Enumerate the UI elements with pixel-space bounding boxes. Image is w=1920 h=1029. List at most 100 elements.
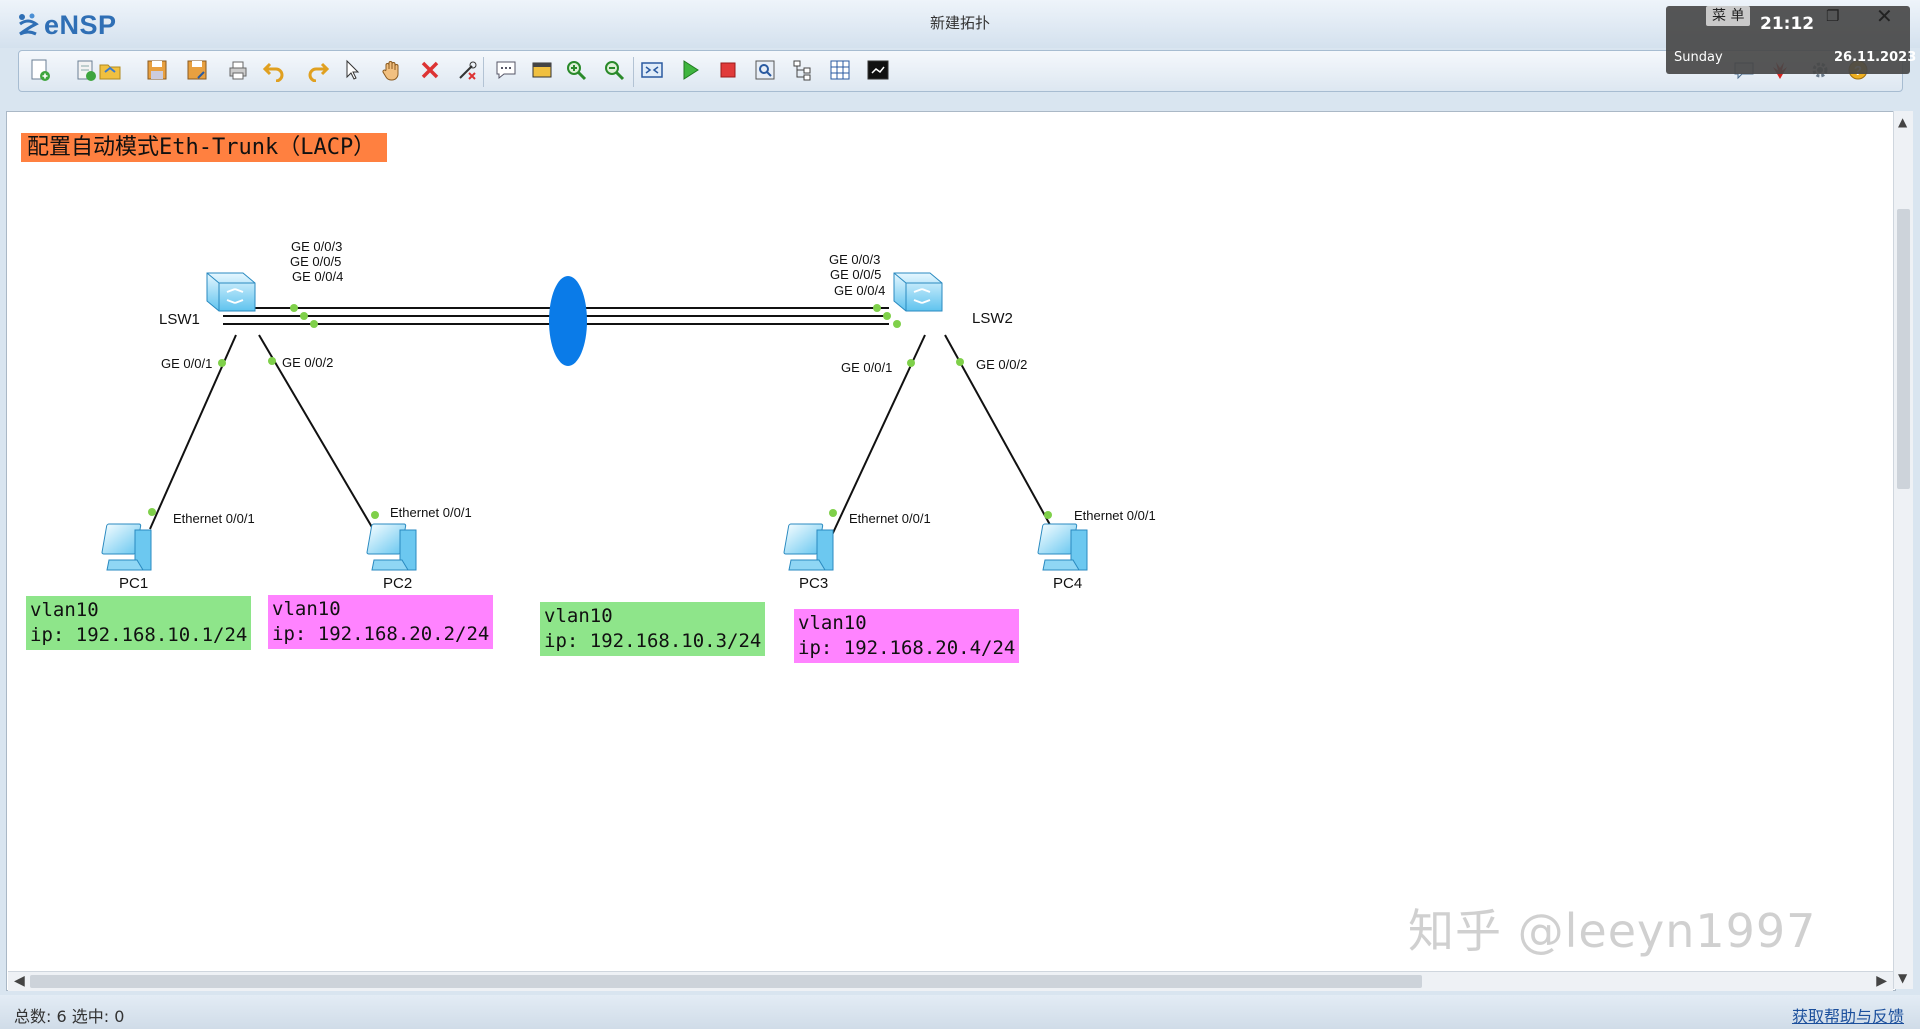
- delete-button[interactable]: [415, 57, 445, 87]
- delete-icon: [418, 58, 442, 86]
- link-lsw2-pc4[interactable]: [944, 334, 1055, 533]
- pointer-icon: [340, 58, 364, 86]
- pc1-label: PC1: [119, 575, 149, 592]
- note-vlan: vlan10: [798, 612, 867, 634]
- capture-button[interactable]: [750, 57, 780, 87]
- menu-button[interactable]: 菜 单: [1706, 6, 1751, 26]
- title-bar: eNSP 新建拓扑: [0, 0, 1920, 48]
- lsw2-port-label: GE 0/0/4: [834, 283, 886, 298]
- status-counts: 总数: 6 选中: 0: [14, 1007, 125, 1026]
- ensp-logo-icon: [16, 12, 40, 38]
- save-icon: [145, 58, 169, 86]
- palette-icon: [530, 58, 554, 86]
- main-toolbar: [18, 50, 1903, 92]
- pc3-icon[interactable]: [783, 523, 834, 571]
- topology-canvas[interactable]: 配置自动模式Eth-Trunk（LACP）: [6, 111, 1896, 991]
- restore-window-icon[interactable]: ❐: [1826, 7, 1840, 25]
- scroll-left-icon[interactable]: ◀: [14, 973, 25, 989]
- toolbar-separator: [483, 57, 484, 87]
- vertical-scrollbar[interactable]: ▲ ▼: [1893, 111, 1913, 989]
- window-title: 新建拓扑: [929, 14, 990, 32]
- pc1-note[interactable]: vlan10 ip: 192.168.10.1/24: [26, 596, 252, 650]
- lsw2-label: LSW2: [972, 310, 1013, 327]
- zoom-out-button[interactable]: [599, 57, 629, 87]
- open-folder-icon: [98, 58, 122, 86]
- scroll-right-icon[interactable]: ▶: [1876, 973, 1887, 989]
- lsw2-port-label: GE 0/0/2: [976, 357, 1028, 372]
- clock-widget: 菜 单 21:12 ❐ ✕ Sunday 26.11.2023: [1666, 4, 1916, 74]
- status-bar: 总数: 6 选中: 0 获取帮助与反馈: [0, 995, 1920, 1029]
- save-button[interactable]: [142, 57, 172, 87]
- pc2-icon[interactable]: [366, 523, 417, 571]
- clock-time: 21:12: [1760, 14, 1815, 34]
- grid-view-button[interactable]: [825, 57, 855, 87]
- note-vlan: vlan10: [544, 605, 613, 627]
- topology-title-note[interactable]: 配置自动模式Eth-Trunk（LACP）: [21, 133, 388, 162]
- link-lsw1-pc1[interactable]: [149, 334, 237, 530]
- fit-icon: [640, 58, 664, 86]
- palette-button[interactable]: [527, 57, 557, 87]
- note-ip: ip: 192.168.10.3/24: [544, 630, 762, 652]
- zoom-in-button[interactable]: [561, 57, 591, 87]
- watermark: 知乎 @leeyn1997: [1408, 904, 1817, 958]
- start-device-button[interactable]: [675, 57, 705, 87]
- new-example-button[interactable]: [71, 57, 101, 87]
- note-ip: ip: 192.168.10.1/24: [30, 624, 248, 646]
- topology-tree-button[interactable]: [787, 57, 817, 87]
- help-feedback-link[interactable]: 获取帮助与反馈: [1791, 1007, 1904, 1026]
- eth-trunk-marker[interactable]: [549, 276, 587, 366]
- play-icon: [678, 58, 702, 86]
- scroll-down-icon[interactable]: ▼: [1898, 971, 1908, 985]
- toolbar-separator: [633, 57, 634, 87]
- pc1-icon[interactable]: [101, 523, 152, 571]
- app-logo: eNSP: [16, 8, 117, 42]
- delete-link-button[interactable]: [453, 57, 483, 87]
- pc3-label: PC3: [799, 575, 829, 592]
- pan-button[interactable]: [377, 57, 407, 87]
- port-indicators: [148, 304, 1052, 519]
- switch-lsw2-icon[interactable]: [893, 272, 943, 312]
- undo-button[interactable]: [259, 57, 289, 87]
- pc4-note[interactable]: vlan10 ip: 192.168.20.4/24: [794, 609, 1020, 663]
- switch-lsw1-icon[interactable]: [206, 272, 256, 312]
- clock-day: Sunday: [1674, 50, 1723, 65]
- pc4-label: PC4: [1053, 575, 1083, 592]
- note-ip: ip: 192.168.20.2/24: [272, 623, 490, 645]
- note-icon: [494, 58, 518, 86]
- lsw1-port-label: GE 0/0/2: [282, 355, 334, 370]
- save-as-button[interactable]: [182, 57, 212, 87]
- vertical-scroll-thumb[interactable]: [1897, 209, 1910, 489]
- redo-button[interactable]: [303, 57, 333, 87]
- topology-links: [101, 272, 1088, 571]
- pc2-note[interactable]: vlan10 ip: 192.168.20.2/24: [268, 595, 494, 649]
- pc3-note[interactable]: vlan10 ip: 192.168.10.3/24: [540, 602, 766, 656]
- zoom-out-icon: [602, 58, 626, 86]
- close-window-icon[interactable]: ✕: [1876, 4, 1893, 28]
- select-button[interactable]: [337, 57, 367, 87]
- scroll-up-icon[interactable]: ▲: [1898, 115, 1908, 129]
- grid-icon: [828, 58, 852, 86]
- new-example-icon: [74, 58, 98, 86]
- terminal-button[interactable]: [863, 57, 893, 87]
- note-ip: ip: 192.168.20.4/24: [798, 637, 1016, 659]
- lsw1-port-label: GE 0/0/1: [161, 356, 213, 371]
- note-vlan: vlan10: [272, 598, 341, 620]
- link-lsw2-pc3[interactable]: [831, 334, 926, 536]
- clock-date: 26.11.2023: [1834, 50, 1917, 65]
- fit-button[interactable]: [637, 57, 667, 87]
- capture-icon: [753, 58, 777, 86]
- hand-icon: [380, 58, 404, 86]
- add-note-button[interactable]: [491, 57, 521, 87]
- print-button[interactable]: [223, 57, 253, 87]
- horizontal-scroll-thumb[interactable]: [30, 975, 1422, 988]
- open-button[interactable]: [95, 57, 125, 87]
- link-lsw1-pc2[interactable]: [258, 334, 377, 535]
- lsw2-port-label: GE 0/0/5: [830, 267, 882, 282]
- stop-device-button[interactable]: [713, 57, 743, 87]
- delete-link-icon: [456, 58, 480, 86]
- new-topology-button[interactable]: [25, 57, 55, 87]
- pc4-icon[interactable]: [1037, 523, 1088, 571]
- horizontal-scrollbar[interactable]: ◀ ▶: [8, 971, 1893, 991]
- tree-icon: [790, 58, 814, 86]
- app-name: eNSP: [44, 9, 117, 40]
